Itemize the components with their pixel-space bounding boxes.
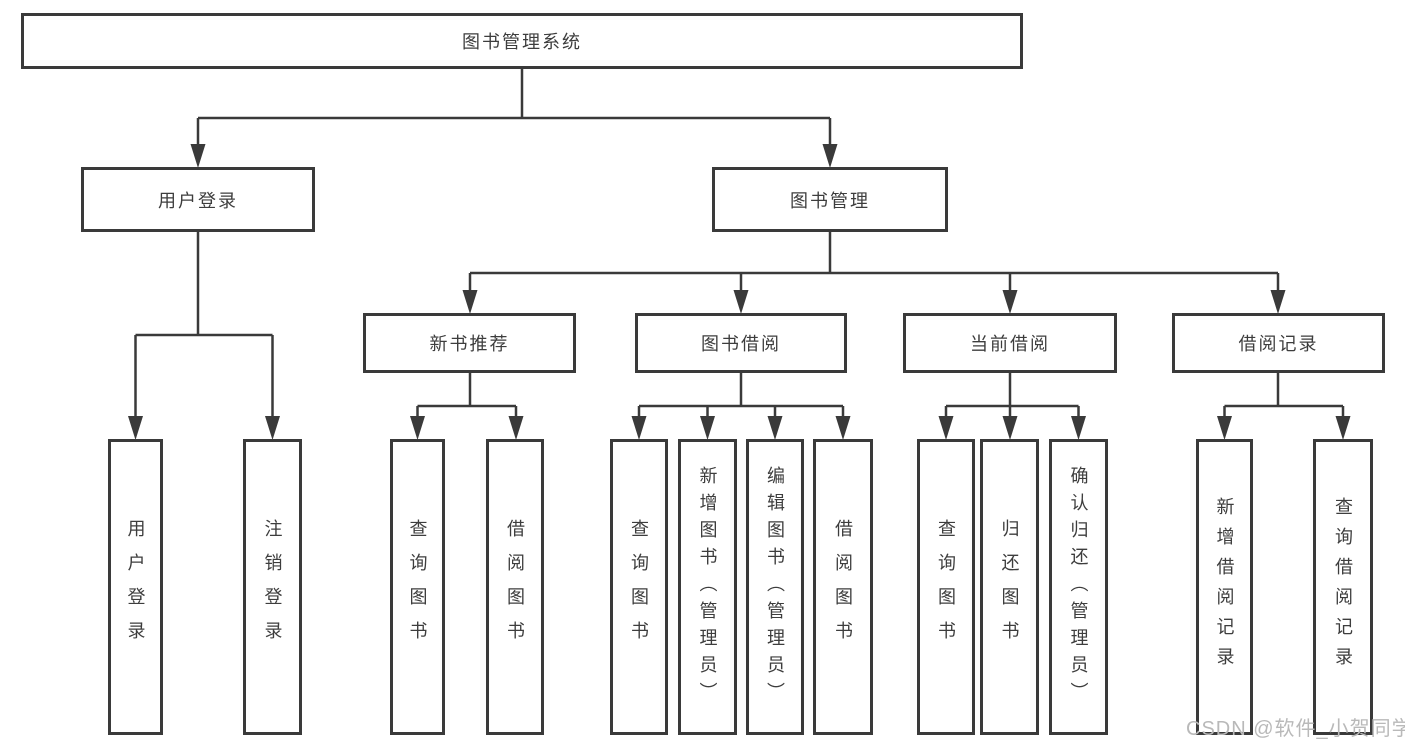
node-label: 注销登录 [262,519,283,655]
arrowhead [700,416,715,440]
arrowhead [938,416,954,440]
node-label: 图书管理系统 [462,32,582,52]
node-label: 查询借阅记录 [1333,497,1353,677]
node-borrowing-records: 借阅记录 [1172,313,1385,373]
node-label: 确认归还（管理员） [1068,465,1089,709]
node-book-borrowing: 图书借阅 [635,313,847,373]
node-label: 查询图书 [407,519,428,655]
leaf-add-borrow-record: 新增借阅记录 [1196,439,1253,735]
node-label: 编辑图书（管理员） [765,465,785,709]
leaf-edit-book-admin: 编辑图书（管理员） [746,439,804,735]
node-label: 图书管理 [790,190,870,211]
node-label: 新书推荐 [429,334,510,354]
arrowhead [265,416,280,440]
node-user-login: 用户登录 [81,167,315,232]
leaf-query-books-current: 查询图书 [917,439,975,735]
leaf-query-books-borrowing: 查询图书 [610,439,668,735]
leaf-query-books-recommend: 查询图书 [390,439,445,735]
node-label: 当前借阅 [970,334,1050,354]
csdn-watermark: CSDN @软件_小贺同学 [1186,718,1405,740]
node-label: 借阅图书 [505,519,525,655]
node-current-borrowing: 当前借阅 [903,313,1117,373]
node-label: 用户登录 [125,519,146,655]
node-label: 借阅记录 [1238,334,1319,354]
arrowhead [835,416,851,440]
arrowhead [1071,416,1086,440]
node-new-book-recommend: 新书推荐 [363,313,576,373]
leaf-borrow-books-borrowing: 借阅图书 [813,439,873,735]
leaf-borrow-books-recommend: 借阅图书 [486,439,544,735]
arrowhead [1270,290,1286,314]
arrowhead [1002,290,1018,314]
node-book-management: 图书管理 [712,167,948,232]
leaf-query-borrow-record: 查询借阅记录 [1313,439,1373,735]
arrowhead [190,144,206,168]
node-label: 归还图书 [999,519,1020,655]
arrowhead [733,290,749,314]
arrowhead [631,416,647,440]
arrowhead [1335,416,1351,440]
arrowhead [767,416,783,440]
arrowhead [508,416,524,440]
node-label: 新增借阅记录 [1214,497,1235,677]
arrowhead [1002,416,1018,440]
leaf-confirm-return-admin: 确认归还（管理员） [1049,439,1108,735]
arrowhead [1217,416,1232,440]
node-library-system: 图书管理系统 [21,13,1023,69]
node-label: 图书借阅 [701,334,781,354]
arrowhead [410,416,425,440]
arrowhead [128,416,143,440]
leaf-return-books: 归还图书 [980,439,1039,735]
node-label: 新增图书（管理员） [697,465,718,709]
leaf-user-login: 用户登录 [108,439,163,735]
node-label: 借阅图书 [833,519,853,655]
arrowhead [462,290,478,314]
node-label: 查询图书 [936,519,956,655]
node-label: 用户登录 [158,190,238,211]
arrowhead [822,144,838,168]
leaf-logout: 注销登录 [243,439,302,735]
node-label: 查询图书 [629,519,649,655]
leaf-add-book-admin: 新增图书（管理员） [678,439,737,735]
